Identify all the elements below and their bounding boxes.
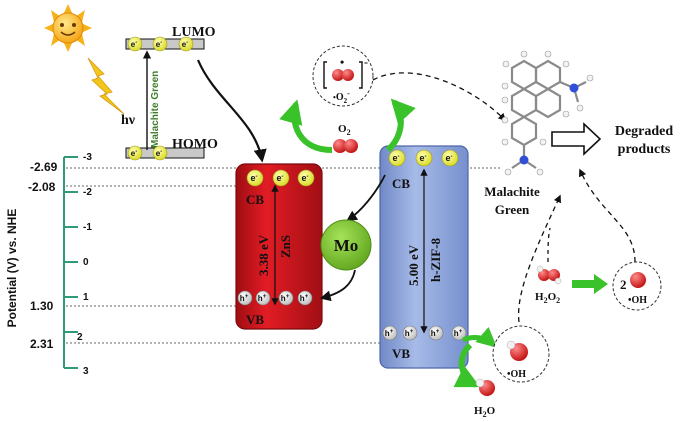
level-label: -2.69 xyxy=(30,160,58,174)
hole-label: h+ xyxy=(300,294,309,303)
tick-label: 3 xyxy=(83,366,89,377)
superoxide-dot: • xyxy=(340,55,344,69)
tick-label: -2 xyxy=(83,187,92,198)
electron-label: e- xyxy=(276,173,283,183)
potential-axis xyxy=(63,156,78,369)
injection-arrow xyxy=(196,59,267,163)
o2-label: O2 xyxy=(338,123,351,137)
peroxide-to-hydroxyl-arrow xyxy=(572,274,608,294)
homo-electrons xyxy=(127,145,168,161)
dye-vertical-label: Malachite Green xyxy=(150,71,161,148)
hole-label: h+ xyxy=(405,329,414,338)
tick-label: 1 xyxy=(83,292,89,303)
water-label: H2O xyxy=(474,405,496,419)
tick-label: 2 xyxy=(77,332,83,343)
zns-vb-holes xyxy=(237,290,313,306)
mo-label: Mo xyxy=(334,236,359,255)
hydroxyl-label: •OH xyxy=(507,369,526,380)
hole-label: h+ xyxy=(240,294,249,303)
zif-to-mo-arrow xyxy=(346,174,386,222)
degraded-products-line1: Degraded xyxy=(615,124,674,139)
hole-label: h+ xyxy=(258,294,267,303)
hydroxyl-count: 2 xyxy=(620,277,627,292)
electron-label: e- xyxy=(250,173,257,183)
electron-label: e- xyxy=(419,153,426,163)
hole-label: h+ xyxy=(431,329,440,338)
hole-label: h+ xyxy=(454,329,463,338)
tick-label: -1 xyxy=(83,222,92,233)
zif-vb-label: VB xyxy=(392,346,410,361)
zif-cb-label: CB xyxy=(392,176,410,191)
dye-name-line2: Green xyxy=(495,202,530,217)
zif-vb-holes xyxy=(382,325,467,341)
dye-name-line1: Malachite xyxy=(484,184,540,199)
superoxide-charge: - xyxy=(364,55,368,69)
malachite-green-molecule-icon xyxy=(510,59,587,169)
zif-cb-electrons xyxy=(388,149,459,167)
level-label: -2.08 xyxy=(28,180,56,194)
superoxide-label: •O2- xyxy=(333,89,350,105)
hydroxyl-to-dye-arrow xyxy=(517,194,561,323)
level-label: 2.31 xyxy=(30,337,54,351)
hydrogen-peroxide-icon xyxy=(536,265,562,285)
water-molecule-icon xyxy=(475,378,495,396)
hydroxyl-label-2: •OH xyxy=(628,295,647,306)
hole-to-hydroxyl-green-arrow xyxy=(462,326,498,348)
o2-molecule-icon xyxy=(333,139,358,153)
h2o-to-hydroxyl-green-arrow xyxy=(453,342,481,388)
electron-label: e- xyxy=(156,40,162,49)
homo-label: HOMO xyxy=(172,137,218,152)
hydroxyl-bubble-2 xyxy=(612,261,662,311)
o2-curved-green-arrow xyxy=(279,99,333,153)
zns-vb-label: VB xyxy=(246,312,264,327)
mo-to-zns-arrow xyxy=(319,269,356,302)
hydroxyl-bubble xyxy=(492,325,550,383)
electron-label: e- xyxy=(182,40,188,49)
electron-curved-green-arrow xyxy=(385,98,416,153)
superoxide-to-dye-arrow xyxy=(372,72,507,122)
electron-label: e- xyxy=(301,173,308,183)
peroxide-up-arrow xyxy=(547,227,551,263)
tick-label: 0 xyxy=(83,257,89,268)
electron-label: e- xyxy=(131,40,137,49)
electron-label: e- xyxy=(131,149,137,158)
zns-cb-electrons xyxy=(246,169,315,187)
zns-name-label: ZnS xyxy=(278,235,293,258)
degraded-products-line2: products xyxy=(618,142,671,157)
lumo-label: LUMO xyxy=(172,25,216,40)
hydrogen-peroxide-label: H2O2 xyxy=(535,291,560,305)
zif-gap-label: 5.00 eV xyxy=(406,244,421,286)
axis-label: Potential (V) vs. NHE xyxy=(5,209,19,328)
degradation-arrow xyxy=(551,122,602,156)
electron-label: e- xyxy=(445,153,452,163)
molecule-atoms xyxy=(501,50,594,176)
mo-sphere xyxy=(320,219,372,271)
sun-icon xyxy=(44,4,92,52)
electron-label: e- xyxy=(156,149,162,158)
hv-label: hν xyxy=(121,113,136,128)
hole-label: h+ xyxy=(281,294,290,303)
hole-label: h+ xyxy=(385,329,394,338)
electron-label: e- xyxy=(392,153,399,163)
level-label: 1.30 xyxy=(30,299,54,313)
zns-gap-label: 3.38 eV xyxy=(256,234,271,276)
lumo-electrons xyxy=(127,36,194,52)
superoxide-bubble xyxy=(312,45,374,107)
zif-name-label: h-ZIF-8 xyxy=(428,237,443,282)
tick-label: -3 xyxy=(83,152,92,163)
zns-cb-label: CB xyxy=(246,192,264,207)
hydroxyl2-to-dye-arrow xyxy=(578,168,636,263)
lightning-icon xyxy=(87,57,125,115)
